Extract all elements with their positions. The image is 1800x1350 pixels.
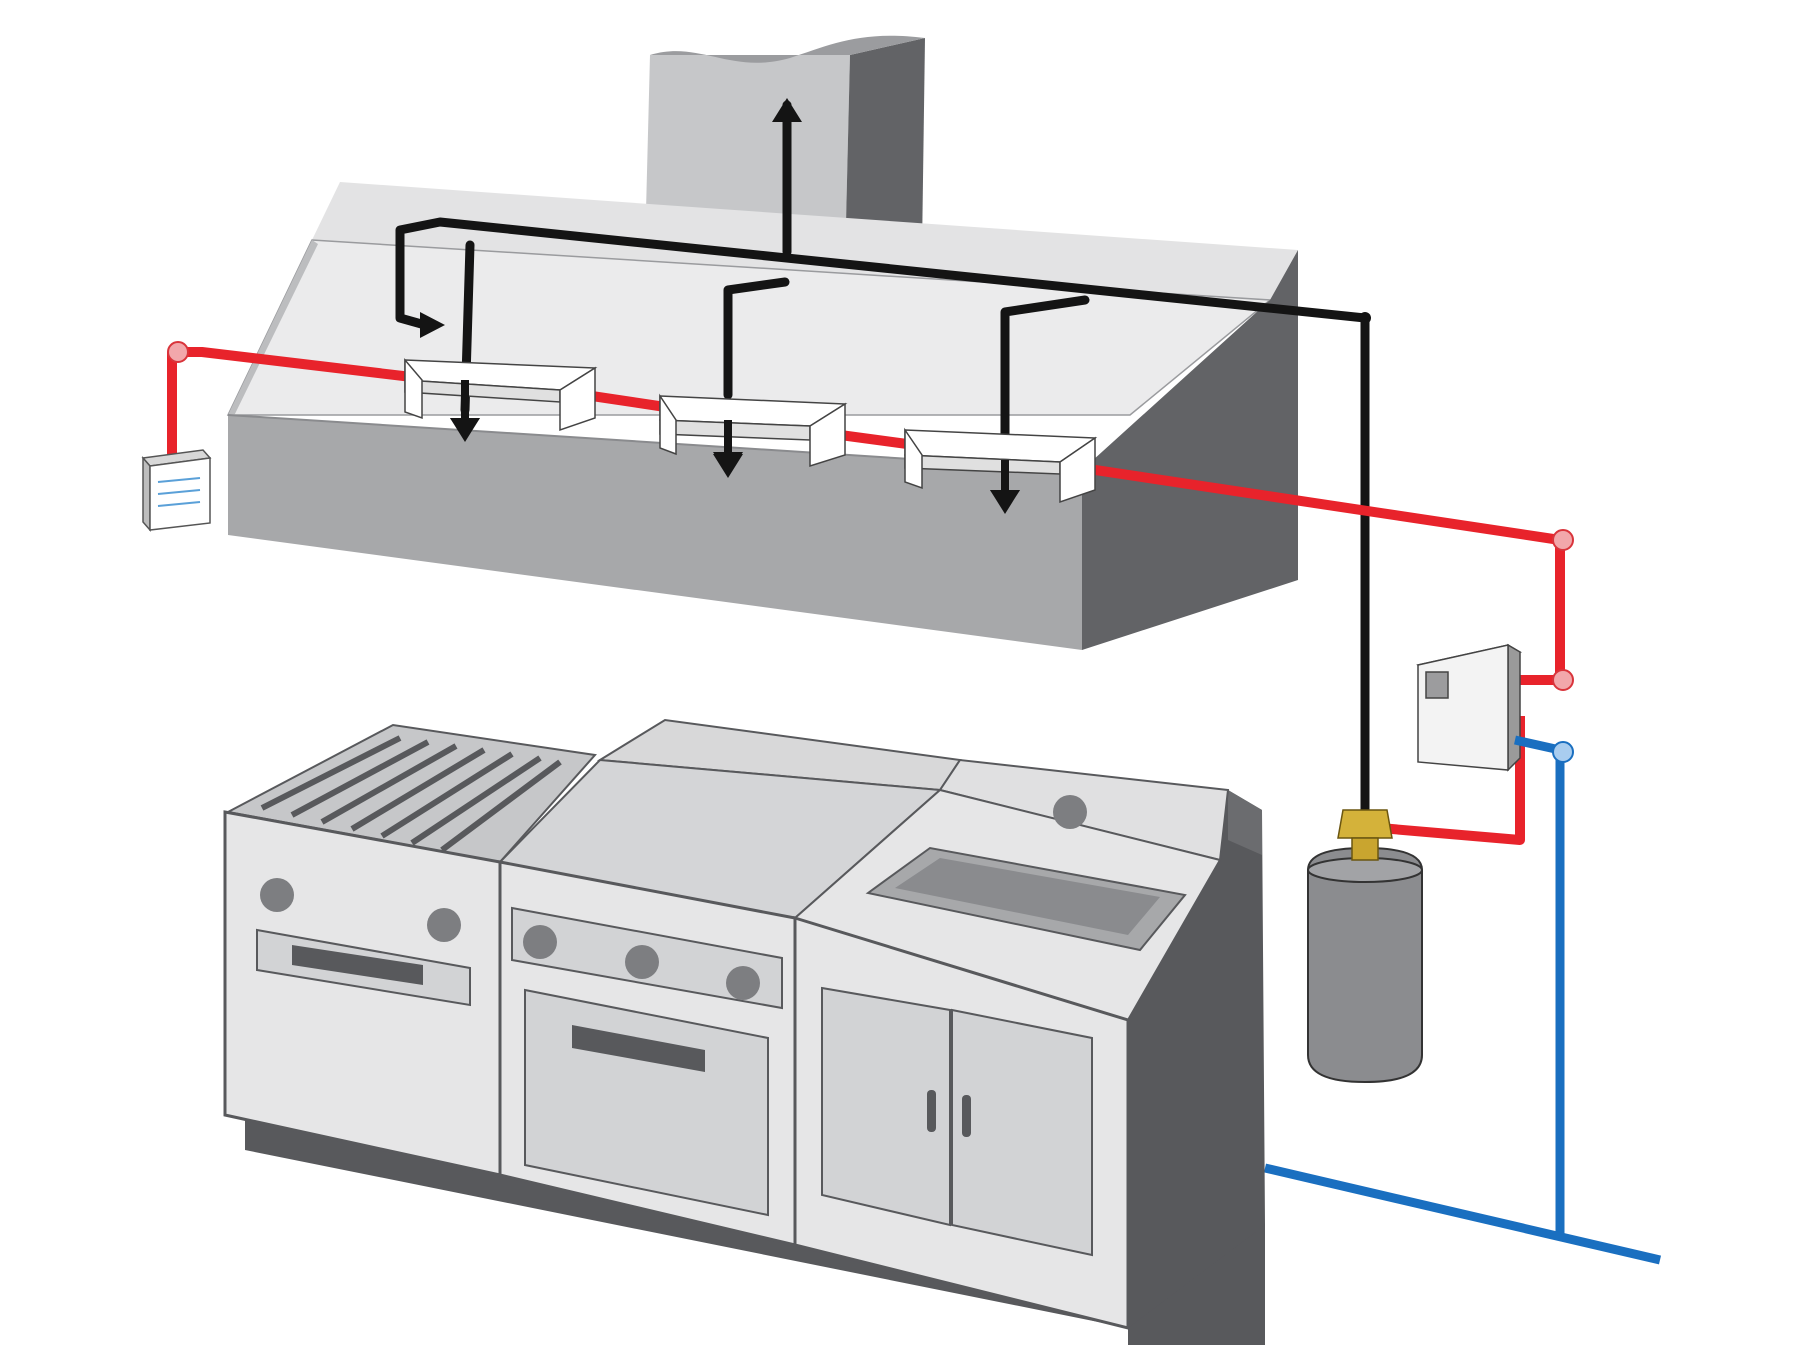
detector-3 [904, 427, 1098, 504]
cabinet-handle-left [927, 1090, 936, 1132]
fryer-icon [792, 758, 1230, 1330]
pull-station-icon [141, 449, 212, 532]
broiler-knob-left [260, 878, 294, 912]
cabinet-door-left [821, 986, 951, 1227]
broiler-knob-right [427, 908, 461, 942]
cabinet-handle-right [962, 1095, 971, 1137]
griddle-knob-2 [625, 945, 659, 979]
fryer-knob [1053, 795, 1087, 829]
detector-2 [659, 393, 848, 468]
elbow-fitting-icon [167, 341, 1574, 691]
agent-distribution-piping [395, 100, 1370, 815]
valve-icon [1337, 809, 1393, 861]
griddle-icon [497, 718, 962, 1247]
appliance-right-side [1128, 790, 1265, 1328]
fryer-well-inner [895, 858, 1160, 935]
panel-window [1425, 671, 1449, 699]
hood-back [312, 182, 1298, 300]
hood-front-skirt [228, 415, 1082, 650]
griddle-knob-3 [726, 966, 760, 1000]
griddle-knob-1 [523, 925, 557, 959]
cabinet-door-right [951, 1008, 1093, 1257]
cylinder-icon [1307, 846, 1423, 1084]
hood-right-side [1082, 250, 1298, 650]
broiler-handle [292, 945, 423, 985]
detector-1 [404, 357, 598, 432]
detector-bracket-icon [404, 357, 1098, 504]
oven-handle [572, 1025, 705, 1072]
elbow-fitting-icon [1552, 741, 1574, 763]
hood-left-slope [228, 240, 318, 420]
control-panel-icon [1416, 643, 1523, 772]
